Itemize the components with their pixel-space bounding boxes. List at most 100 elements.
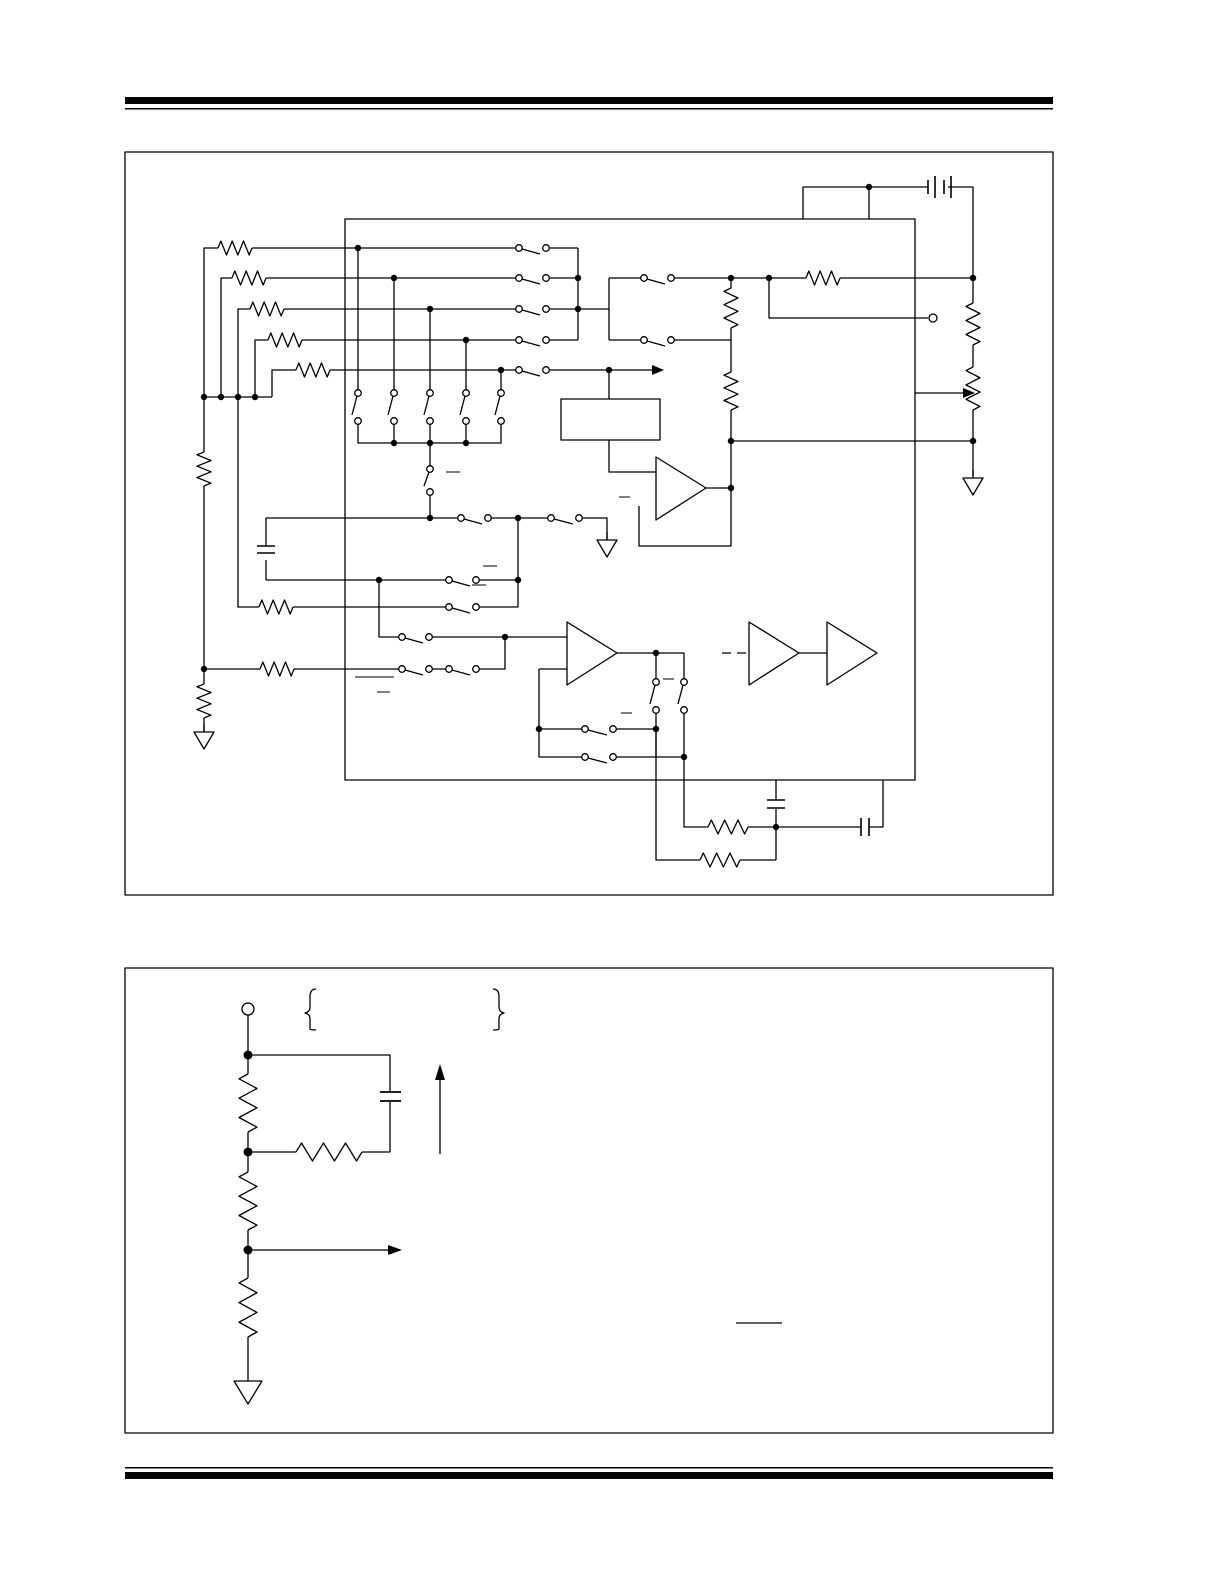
junction-dot [514,514,522,522]
resistor-symbol [196,451,212,487]
junction-dot [462,336,470,344]
switch-contact [515,244,523,252]
resistor-symbol [707,819,749,835]
resistor-symbol [965,366,981,411]
switch-contact [542,305,550,313]
switch-contact [547,514,555,522]
junction-dot [680,753,688,761]
switch-contact [445,603,453,611]
switch-contact [515,336,523,344]
resistor-symbol [217,240,253,256]
switch-contact [515,305,523,313]
header-rules [125,97,1053,110]
switch-blade [451,580,471,587]
junction-dot [243,1050,253,1060]
junction-dot [605,366,613,374]
figure-1-junction-dots [200,183,977,831]
switch-contact [472,576,480,584]
switch-contact [426,488,434,496]
junction-dot [652,649,660,657]
junction-dot [765,274,773,282]
junction-dot [426,439,434,447]
switch-blade [587,729,608,736]
switch-contact [652,678,660,686]
switch-contact [515,366,523,374]
junction-dot [234,393,242,401]
junction-dot [652,725,660,733]
switch-blade [423,395,430,416]
resistor-symbol [196,683,212,719]
switch-blade [459,395,466,416]
figure-1-frame [124,151,1054,896]
switch-contact [667,336,675,344]
figure-2-divider-network [124,967,1054,1434]
junction-dot [390,439,398,447]
switch-blade [451,669,471,676]
switch-blade [553,518,574,525]
junction-dot [390,274,398,282]
switch-contact [652,706,660,714]
switch-blade [451,607,471,614]
switch-contact [497,417,505,425]
switch-blade [587,757,608,764]
switch-contact [680,678,688,686]
switch-contact [426,389,434,397]
resistor-symbol [965,302,981,346]
figure-1-ground-symbols [193,470,984,750]
resistor-symbol [295,1142,363,1162]
switch-contact [390,389,398,397]
switch-contact [425,665,433,673]
switch-contact [542,274,550,282]
terminal-circle [928,313,938,323]
junction-dot [727,484,735,492]
switch-contact [445,576,453,584]
switch-blade [423,471,430,487]
switch-contact [484,514,492,522]
junction-dot [354,244,362,252]
switch-contact [426,465,434,473]
junction-dot [772,823,780,831]
resistor-symbol [805,270,841,286]
switch-blade [494,395,501,416]
figure-2-junction-dots [243,1050,253,1255]
switch-contact [542,336,550,344]
resistor-symbol [258,599,294,615]
ground-symbol [193,724,215,750]
junction-dot [969,437,977,445]
switch-contact [609,753,617,761]
resistor-symbol [249,301,285,317]
switch-blade [351,395,358,416]
junction-dot [462,439,470,447]
junction-dot [217,393,225,401]
switch-contact [581,725,589,733]
resistor-symbol [267,332,303,348]
ground-symbol [596,532,618,558]
footer-rules [125,1467,1053,1479]
switch-blade [646,278,666,285]
switch-contact [640,336,648,344]
switch-blade [463,518,483,525]
switch-contact [390,417,398,425]
switch-contact [497,389,505,397]
figure-1-switches [351,244,938,764]
switch-contact [680,706,688,714]
figure-2-resistors [238,1073,363,1338]
switch-contact [426,417,434,425]
switch-contact [472,665,480,673]
junction-dot [514,576,522,584]
junction-dot [251,393,259,401]
resistor-symbol [295,362,331,378]
switch-blade [387,395,394,416]
resistor-symbol [238,1073,258,1133]
junction-dot [243,1147,253,1157]
junction-dot [574,274,582,282]
switch-contact [462,389,470,397]
switch-contact [354,389,362,397]
switch-contact [542,244,550,252]
switch-blade [404,637,424,644]
resistor-symbol [723,287,739,329]
switch-contact [354,417,362,425]
switch-blade [404,669,424,676]
junction-dot [501,633,509,641]
switch-contact [609,725,617,733]
